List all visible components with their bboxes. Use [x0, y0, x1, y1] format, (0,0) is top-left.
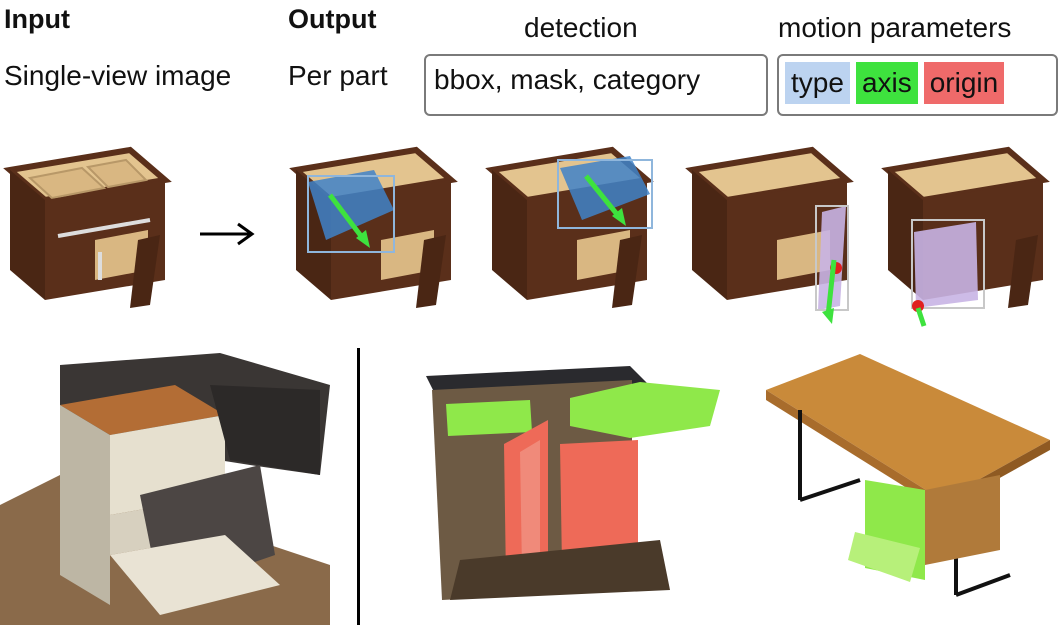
section-divider: [357, 348, 360, 625]
kitchen-scan-image: [0, 353, 330, 625]
output-drawer-right-image: [485, 146, 654, 308]
input-title: Input: [4, 4, 70, 34]
motion-chip-axis: axis: [855, 62, 918, 104]
desk-part-segmentation-image: [766, 354, 1050, 597]
output-drawer-left-image: [289, 146, 458, 308]
input-description: Single-view image: [4, 60, 232, 91]
cabinet-part-segmentation-image: [426, 366, 720, 600]
output-door-closed-image: [881, 146, 1050, 327]
input-cabinet-image: [3, 146, 172, 308]
motion-parameters-title: motion parameters: [778, 12, 1012, 43]
output-title: Output: [288, 4, 377, 34]
detection-box: bbox, mask, category: [424, 54, 768, 116]
motion-chip-type: type: [785, 62, 850, 104]
detection-items: bbox, mask, category: [434, 64, 701, 95]
detection-title: detection: [524, 12, 638, 43]
output-description: Per part: [288, 60, 388, 91]
motion-chip-origin: origin: [923, 62, 1005, 104]
output-door-open-image: [685, 146, 854, 324]
right-arrow-icon: [200, 222, 255, 246]
